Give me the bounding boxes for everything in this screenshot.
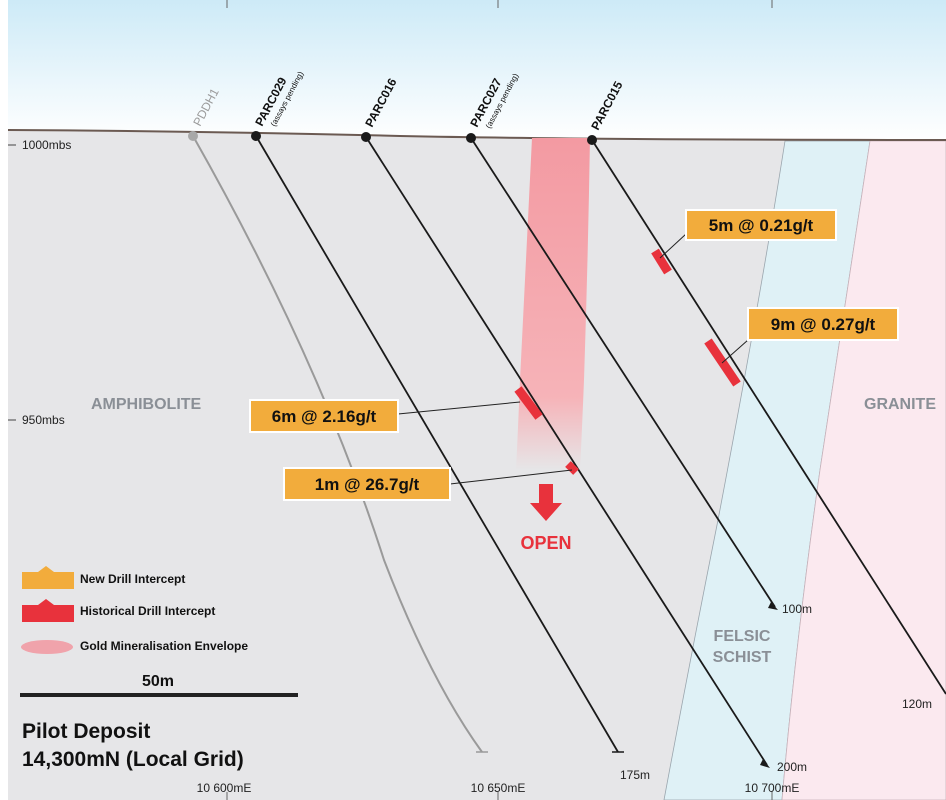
- callout-3: 6m @ 2.16g/t: [249, 399, 399, 433]
- callout-4-text: 1m @ 26.7g/t: [315, 475, 420, 494]
- sky: [0, 0, 946, 140]
- new-intercept-swatch-icon: [22, 566, 74, 589]
- eoh-parc016: 200m: [777, 760, 807, 774]
- collar-pddh1: [188, 131, 198, 141]
- easting-label-650: 10 650mE: [471, 781, 526, 795]
- legend-historical-label: Historical Drill Intercept: [80, 604, 215, 618]
- drillhole-parc016-end: [760, 759, 770, 768]
- collar-parc015: [587, 135, 597, 145]
- callout-3-text: 6m @ 2.16g/t: [272, 407, 377, 426]
- title-line-2: 14,300mN (Local Grid): [22, 748, 244, 771]
- eoh-parc029: 175m: [620, 768, 650, 782]
- drillhole-parc027-end: [768, 602, 778, 610]
- label-felsic: FELSIC: [714, 628, 771, 645]
- drillhole-parc015-trace: [591, 139, 946, 695]
- collar-parc016: [361, 132, 371, 142]
- callout-1-text: 5m @ 0.21g/t: [709, 216, 814, 235]
- drillhole-parc027-trace: [470, 137, 776, 608]
- scale-bar-label: 50m: [142, 673, 174, 690]
- intercept-parc016-b: [565, 461, 579, 475]
- eoh-parc027: 100m: [782, 602, 812, 616]
- legend-envelope-label: Gold Mineralisation Envelope: [80, 639, 248, 653]
- historical-intercept-swatch-icon: [22, 599, 74, 622]
- drillhole-parc029-trace: [255, 135, 619, 753]
- legend-new-label: New Drill Intercept: [80, 572, 185, 586]
- scale-bar: [20, 693, 298, 697]
- legend-new-intercept: New Drill Intercept: [22, 566, 185, 589]
- collar-parc027: [466, 133, 476, 143]
- depth-label-1000: 1000mbs: [22, 138, 71, 152]
- legend-historical-intercept: Historical Drill Intercept: [22, 599, 215, 622]
- intercept-parc015-a: [651, 248, 672, 275]
- eoh-parc015: 120m: [902, 697, 932, 711]
- title-line-1: Pilot Deposit: [22, 720, 150, 743]
- ground-surface-line: [7, 129, 946, 141]
- callout-1: 5m @ 0.21g/t: [685, 209, 837, 241]
- left-margin: [0, 0, 8, 800]
- collar-parc029: [251, 131, 261, 141]
- easting-label-700: 10 700mE: [745, 781, 800, 795]
- open-label: OPEN: [520, 533, 571, 553]
- label-schist: SCHIST: [713, 649, 772, 666]
- drillhole-pddh1-trace: [192, 135, 483, 753]
- open-arrow-icon: [530, 484, 562, 521]
- gold-envelope: [516, 138, 590, 470]
- legend: New Drill Intercept Historical Drill Int…: [21, 566, 248, 654]
- envelope-swatch-icon: [21, 640, 73, 654]
- label-granite: GRANITE: [864, 396, 936, 413]
- easting-ticks: [226, 0, 773, 800]
- intercept-parc016-a: [514, 386, 543, 420]
- callout-4: 1m @ 26.7g/t: [283, 467, 451, 501]
- granite-unit: [781, 140, 946, 800]
- legend-envelope: Gold Mineralisation Envelope: [21, 639, 248, 654]
- label-amphibolite: AMPHIBOLITE: [91, 396, 202, 413]
- callout-leaders: [397, 233, 749, 485]
- callout-2-text: 9m @ 0.27g/t: [771, 315, 876, 334]
- easting-label-600: 10 600mE: [197, 781, 252, 795]
- depth-label-950: 950mbs: [22, 413, 65, 427]
- callout-2: 9m @ 0.27g/t: [747, 307, 899, 341]
- drillhole-parc016-trace: [365, 136, 768, 766]
